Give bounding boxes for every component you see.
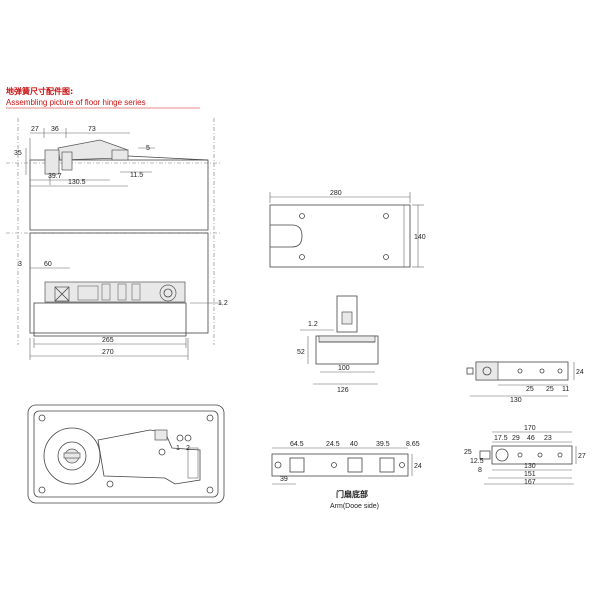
title-english: Assembling picture of floor hinge series xyxy=(6,98,146,107)
dim-top-35: 35 xyxy=(14,150,22,157)
dim-bracket-130: 130 xyxy=(510,397,522,404)
dim-arm-8-65: 8.65 xyxy=(406,441,420,448)
plan-label-1: 1 xyxy=(176,445,180,452)
dim-rarm-167: 167 xyxy=(524,479,536,486)
hinge-plan-view: 1 2 xyxy=(27,404,225,504)
dim-arm-39: 39 xyxy=(280,476,288,483)
dim-rarm-151: 151 xyxy=(524,471,536,478)
dim-top-36: 36 xyxy=(51,126,59,133)
dim-rarm-46: 46 xyxy=(527,435,535,442)
dim-cover-126: 126 xyxy=(337,387,349,394)
dim-side-3: 3 xyxy=(18,261,22,268)
dim-cover-100: 100 xyxy=(338,365,350,372)
plan-label-2: 2 xyxy=(186,445,190,452)
dim-side-270: 270 xyxy=(102,349,114,356)
dim-side-265: 265 xyxy=(102,337,114,344)
dim-arm-64-5: 64.5 xyxy=(290,441,304,448)
dim-arm-40: 40 xyxy=(350,441,358,448)
dim-side-60: 60 xyxy=(44,261,52,268)
cover-side-view: 1.2 52 100 126 xyxy=(297,295,379,394)
dim-rarm-8: 8 xyxy=(478,467,482,474)
dim-bracket-24: 24 xyxy=(576,369,584,376)
dim-rarm-170: 170 xyxy=(524,425,536,432)
top-mechanism-view: 27 36 73 35 5 39.7 11.5 130.5 xyxy=(6,118,220,345)
dim-top-27: 27 xyxy=(31,126,39,133)
dim-arm-24-5: 24.5 xyxy=(326,441,340,448)
dim-rarm-23: 23 xyxy=(544,435,552,442)
dim-top-130-5: 130.5 xyxy=(68,179,86,186)
dim-bracket-25b: 25 xyxy=(546,386,554,393)
arm-caption-en: Arm(Dooe side) xyxy=(330,503,379,510)
dim-rarm-29: 29 xyxy=(512,435,520,442)
dim-cover-52: 52 xyxy=(297,349,305,356)
dim-arm-39-5: 39.5 xyxy=(376,441,390,448)
dim-rarm-27: 27 xyxy=(578,453,586,460)
dim-plate-140: 140 xyxy=(414,234,426,241)
dim-rarm-130: 130 xyxy=(524,463,536,470)
dim-side-1-2: 1.2 xyxy=(218,300,228,307)
dim-top-39-7: 39.7 xyxy=(48,173,62,180)
arm-caption-zh: 门扇底部 xyxy=(336,489,368,499)
dim-rarm-17-5: 17.5 xyxy=(494,435,508,442)
dim-bracket-25a: 25 xyxy=(526,386,534,393)
dim-cover-1-2: 1.2 xyxy=(308,321,318,328)
dim-plate-280: 280 xyxy=(330,190,342,197)
dim-arm-24: 24 xyxy=(414,463,422,470)
dim-rarm-25: 25 xyxy=(464,449,472,456)
side-section-view: 3 60 1.2 265 270 xyxy=(18,232,228,360)
dim-top-5: 5 xyxy=(146,145,150,152)
dim-top-11-5: 11.5 xyxy=(130,172,143,179)
title-chinese: 地弹簧尺寸配件图: xyxy=(6,87,74,96)
dim-rarm-12-5: 12.5 xyxy=(470,458,484,465)
right-bracket-view: 25 25 11 130 24 xyxy=(466,361,584,404)
dim-bracket-11: 11 xyxy=(562,386,569,393)
right-arm-view: 170 17.5 29 46 23 25 12.5 27 130 151 167… xyxy=(464,425,586,486)
dim-top-73: 73 xyxy=(88,126,96,133)
door-arm-view: 64.5 24.5 40 39.5 8.65 24 39 门扇底部 Arm(Do… xyxy=(271,441,422,510)
top-plate-view: 280 140 xyxy=(269,190,426,268)
